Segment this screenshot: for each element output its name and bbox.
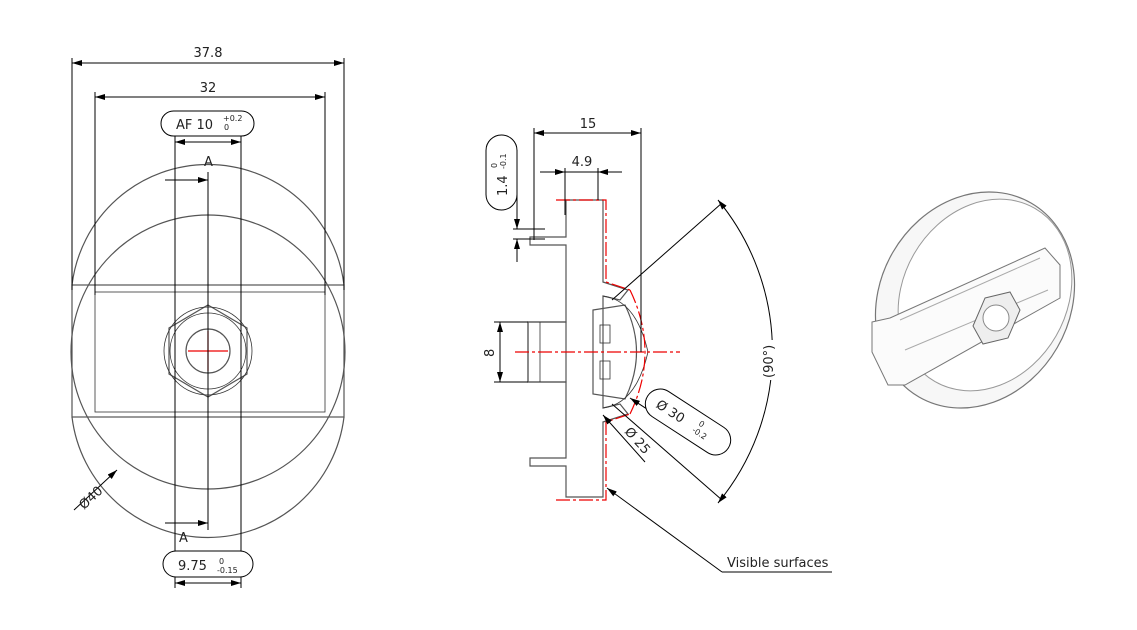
af-bubble <box>160 110 255 137</box>
width-lower-tol: -0.15 <box>217 566 238 575</box>
section-label-top: A <box>204 155 213 170</box>
dim-af: AF 10 <box>176 118 213 133</box>
section-body <box>527 199 630 498</box>
section-view: 15 4.9 1.4 0 -0.1 8 (90°) Ø 30 0 <box>483 117 832 573</box>
dim-width: 9.75 <box>178 559 207 574</box>
section-label-bottom: A <box>179 531 188 546</box>
dim-thickness: 4.9 <box>572 155 593 170</box>
od-upper-tol: 0 <box>697 419 706 429</box>
outer-diameter-bubble <box>644 388 732 456</box>
af-lower-tol: 0 <box>224 123 229 132</box>
dim-hub: 8 <box>483 349 498 357</box>
cone-insert <box>592 304 638 400</box>
front-view: 37.8 32 AF 10 +0.2 0 A A Ø40 9.75 0 -0.1… <box>70 46 346 588</box>
isometric-view <box>871 191 1076 409</box>
dim-inner-width: 32 <box>200 81 217 96</box>
dim-diameter-40: Ø40 <box>76 484 106 513</box>
flange-lower-tol: -0.1 <box>499 153 508 169</box>
width-bubble <box>162 550 254 578</box>
visible-surfaces-note: Visible surfaces <box>727 556 829 571</box>
dim-depth: 15 <box>580 117 597 132</box>
inner-band <box>94 291 326 413</box>
flange-bubble <box>485 134 518 211</box>
dim-overall-width: 37.8 <box>194 46 223 61</box>
flange-upper-tol: 0 <box>490 163 499 168</box>
dim-angle: (90°) <box>762 345 777 378</box>
dim-flange: 1.4 <box>496 175 511 196</box>
af-upper-tol: +0.2 <box>223 114 242 123</box>
width-upper-tol: 0 <box>219 557 224 566</box>
